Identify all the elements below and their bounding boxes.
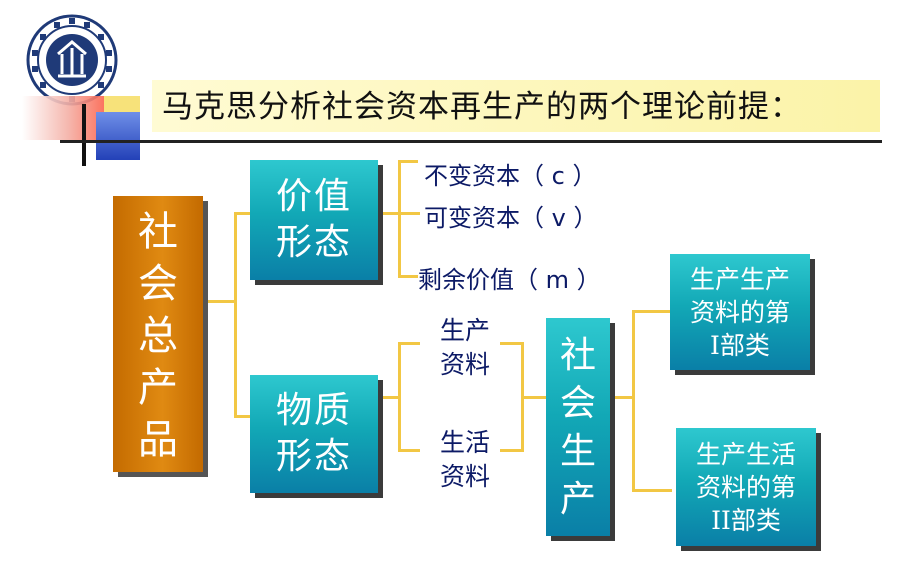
connector-bracket xyxy=(398,342,420,452)
social-production-char: 产 xyxy=(559,479,596,520)
decorative-blue-block xyxy=(96,112,140,160)
total-product-char: 产 xyxy=(138,365,178,411)
connector xyxy=(378,396,400,399)
connector xyxy=(378,212,400,215)
value-form-box: 价值 形态 xyxy=(250,160,378,280)
variable-capital-label: 可变资本（ v ） xyxy=(424,204,598,232)
material-form-box: 物质 形态 xyxy=(250,375,378,493)
social-production-char: 生 xyxy=(559,431,596,472)
university-seal-logo xyxy=(26,14,118,106)
department-one-box: 生产生产 资料的第 I部类 xyxy=(670,254,810,370)
connector xyxy=(203,300,237,303)
total-product-char: 会 xyxy=(138,261,178,307)
constant-capital-label: 不变资本（ c ） xyxy=(424,162,597,190)
means-of-production-label: 生产 资料 xyxy=(430,314,500,382)
value-form-line: 价值 xyxy=(275,176,352,217)
value-form-line: 形态 xyxy=(275,222,352,263)
department-two-box: 生产生活 资料的第 II部类 xyxy=(676,428,816,546)
title-band xyxy=(152,80,880,132)
means-of-consumption-line: 生活 xyxy=(439,428,490,457)
dept2-line: II部类 xyxy=(711,505,781,535)
surplus-value-label: 剩余价值（ m ） xyxy=(418,266,601,294)
means-of-consumption-label: 生活 资料 xyxy=(430,426,500,494)
slide-title: 马克思分析社会资本再生产的两个理论前提： xyxy=(162,89,802,125)
total-product-char: 社 xyxy=(138,209,178,255)
dept1-line: I部类 xyxy=(710,330,770,360)
total-product-char: 总 xyxy=(138,313,178,359)
connector xyxy=(398,212,420,215)
total-product-char: 品 xyxy=(138,417,178,463)
social-production-box: 社 会 生 产 xyxy=(546,318,610,536)
header-divider-line xyxy=(60,140,882,143)
total-social-product-box: 社 会 总 产 品 xyxy=(113,196,203,472)
connector xyxy=(610,396,634,399)
social-production-char: 会 xyxy=(559,383,596,424)
material-form-line: 物质 xyxy=(275,390,352,431)
material-form-line: 形态 xyxy=(275,436,352,477)
dept1-line: 资料的第 xyxy=(689,297,790,327)
decorative-vertical-line xyxy=(82,104,86,166)
means-of-production-line: 生产 xyxy=(439,316,490,345)
connector xyxy=(521,396,547,399)
dept1-line: 生产生产 xyxy=(689,264,790,294)
connector-bracket xyxy=(398,160,418,278)
social-production-char: 社 xyxy=(559,335,596,376)
connector-bracket xyxy=(234,212,252,418)
means-of-production-line: 资料 xyxy=(439,350,490,379)
dept2-line: 生产生活 xyxy=(695,439,796,469)
means-of-consumption-line: 资料 xyxy=(439,462,490,491)
connector-bracket xyxy=(632,310,672,492)
dept2-line: 资料的第 xyxy=(695,472,796,502)
